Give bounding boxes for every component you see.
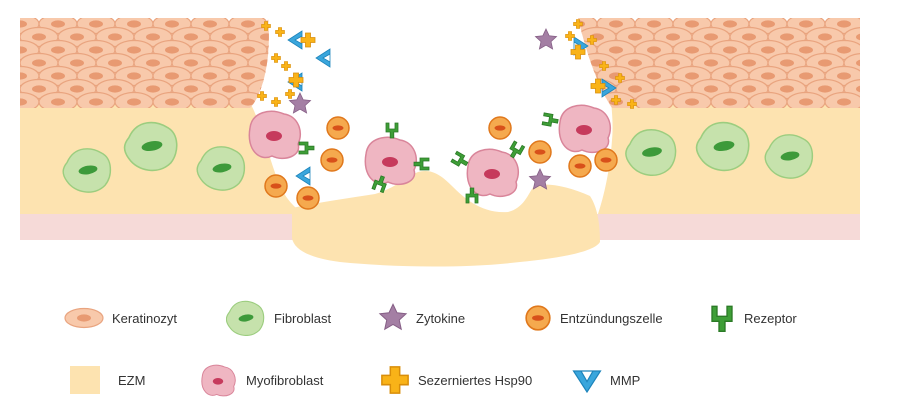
receptor bbox=[298, 141, 315, 155]
myofibroblast-cell-icon bbox=[201, 364, 236, 397]
basement-membrane-right bbox=[596, 214, 860, 240]
legend-item-fibroblast: Fibroblast bbox=[226, 298, 331, 338]
keratinocyte-cell bbox=[578, 65, 598, 87]
cytokine bbox=[289, 92, 311, 114]
hsp90 bbox=[275, 27, 285, 37]
inflammatory-cell bbox=[296, 186, 320, 210]
inflammatory-cell-icon bbox=[525, 305, 551, 331]
keratinocyte-cell bbox=[266, 18, 269, 35]
legend-item-secreted-hsp90: Sezerniertes Hsp90 bbox=[380, 360, 532, 400]
hsp90 bbox=[281, 61, 291, 71]
legend-label: Keratinozyt bbox=[112, 310, 178, 326]
mmp-chevron-icon bbox=[572, 370, 602, 393]
legend-item-mmp: MMP bbox=[572, 360, 640, 400]
myofibroblast-cell bbox=[364, 136, 418, 186]
hsp90 bbox=[271, 53, 281, 63]
cytokine bbox=[535, 28, 557, 50]
myofibroblast-cell bbox=[558, 104, 612, 154]
keratinocyte-cell bbox=[863, 93, 900, 112]
mmp bbox=[295, 166, 311, 186]
legend-label: Fibroblast bbox=[274, 310, 332, 326]
hsp90 bbox=[285, 89, 295, 99]
keratinocyte-cell bbox=[578, 78, 579, 100]
keratinocyte-cell bbox=[863, 15, 900, 34]
hsp90 bbox=[271, 97, 281, 107]
legend-item-cytokine: Zytokine bbox=[378, 298, 465, 338]
legend: Keratinozyt Fibroblast Zytokine Entzündu… bbox=[0, 290, 900, 410]
legend-label: EZM bbox=[118, 372, 146, 388]
legend-item-ecm: EZM bbox=[70, 360, 145, 400]
inflammatory-cell bbox=[594, 148, 618, 172]
hsp90-cross-icon bbox=[381, 366, 409, 394]
fibroblast-cell-icon bbox=[226, 300, 265, 336]
wound-illustration bbox=[20, 15, 900, 267]
inflammatory-cell bbox=[568, 154, 592, 178]
hsp90 bbox=[565, 31, 575, 41]
myofibroblast-cell bbox=[248, 110, 302, 160]
keratinocyte-cell bbox=[863, 67, 900, 86]
legend-item-keratinocyte: Keratinozyt bbox=[64, 298, 177, 338]
legend-item-receptor: Rezeptor bbox=[708, 298, 797, 338]
keratinocyte-cell bbox=[578, 52, 579, 74]
mmp bbox=[287, 30, 303, 50]
mmp bbox=[315, 48, 331, 68]
epidermis-right bbox=[578, 15, 900, 112]
keratinocyte-cell bbox=[20, 26, 21, 48]
inflammatory-cell bbox=[528, 140, 552, 164]
keratinocyte-cell bbox=[863, 41, 900, 60]
cytokine-star-icon bbox=[379, 303, 407, 330]
legend-label: Zytokine bbox=[416, 310, 466, 326]
legend-label: MMP bbox=[610, 372, 641, 388]
hsp90 bbox=[300, 32, 316, 48]
inflammatory-cell bbox=[320, 148, 344, 172]
legend-item-myofibroblast: Myofibroblast bbox=[198, 360, 323, 400]
receptor bbox=[385, 122, 399, 139]
ecm-swatch-icon bbox=[70, 366, 100, 394]
keratinocyte-cell bbox=[20, 52, 21, 74]
legend-label: Sezerniertes Hsp90 bbox=[418, 372, 533, 388]
receptor-icon bbox=[711, 305, 733, 333]
legend-item-inflammatory-cell: Entzündungszelle bbox=[524, 298, 663, 338]
basement-membrane-left bbox=[20, 214, 300, 240]
ecm-wound-matrix bbox=[292, 170, 600, 267]
legend-label: Myofibroblast bbox=[246, 372, 324, 388]
legend-label: Rezeptor bbox=[744, 310, 797, 326]
inflammatory-cell bbox=[326, 116, 350, 140]
inflammatory-cell bbox=[488, 116, 512, 140]
legend-label: Entzündungszelle bbox=[560, 310, 663, 326]
keratinocyte-cell-icon bbox=[64, 307, 104, 329]
receptor bbox=[541, 112, 560, 128]
receptor bbox=[450, 150, 471, 170]
keratinocyte-cell bbox=[20, 78, 21, 100]
inflammatory-cell bbox=[264, 174, 288, 198]
